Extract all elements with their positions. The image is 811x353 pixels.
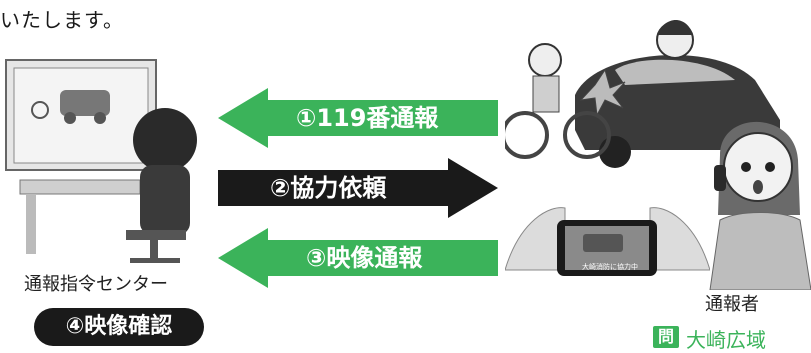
dispatch-center-label: 通報指令センター [24,274,168,295]
video-confirm-badge: ④映像確認 [34,308,204,346]
contact-text: 大崎広域 [686,328,766,352]
reporter-label: 通報者 [705,294,759,315]
video-arrow: ③映像通報 [218,228,498,288]
smartphone-illustration [505,207,710,276]
dispatch-center-illustration [5,59,197,263]
report-arrow: ①119番通報 [218,88,498,148]
request-arrow-label: ②協力依頼 [270,174,387,202]
request-arrow: ②協力依頼 [218,158,498,218]
reporter-illustration [709,121,811,290]
header-text: いたします。 [0,8,124,32]
inquiry-icon: 問 [653,326,679,348]
phone-screen-caption: 大崎消防に協力中 [582,263,638,271]
report-arrow-label: ①119番通報 [296,104,439,132]
video-arrow-label: ③映像通報 [306,244,423,272]
